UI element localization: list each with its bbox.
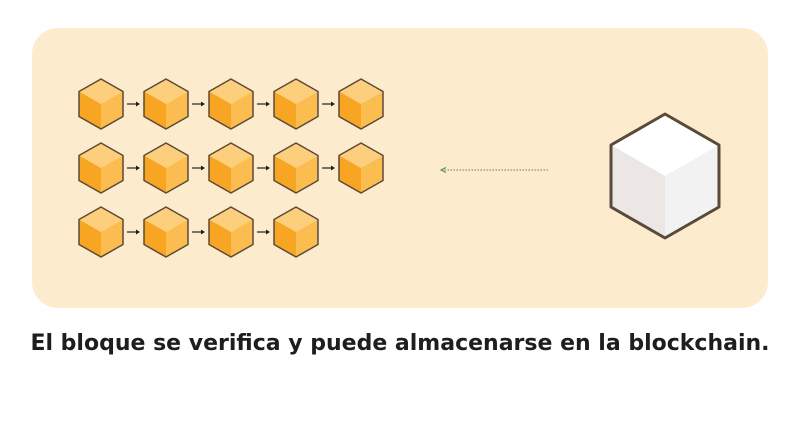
block-cube bbox=[273, 142, 319, 194]
block-cube bbox=[78, 78, 124, 130]
block-cube bbox=[78, 206, 124, 258]
block-cube bbox=[78, 142, 124, 194]
chain-arrow bbox=[127, 165, 140, 171]
block-cube bbox=[143, 206, 189, 258]
chain-arrow bbox=[257, 101, 270, 107]
chain-arrow bbox=[192, 229, 205, 235]
block-cube bbox=[208, 78, 254, 130]
block-cube bbox=[338, 78, 384, 130]
chain-arrow bbox=[322, 165, 335, 171]
chain-arrow bbox=[127, 101, 140, 107]
block-cube bbox=[208, 142, 254, 194]
chain-arrow bbox=[127, 229, 140, 235]
block-cube bbox=[273, 206, 319, 258]
new-block bbox=[609, 112, 721, 240]
block-cube bbox=[208, 206, 254, 258]
block-cube bbox=[143, 78, 189, 130]
block-cube bbox=[273, 78, 319, 130]
caption: El bloque se verifica y puede almacenars… bbox=[30, 331, 770, 356]
block-cube bbox=[338, 142, 384, 194]
block-cube bbox=[143, 142, 189, 194]
chain-arrow bbox=[192, 101, 205, 107]
new-block-cube bbox=[609, 112, 721, 240]
chain-arrow bbox=[257, 165, 270, 171]
incoming-arrow bbox=[439, 167, 548, 173]
chain-arrow bbox=[192, 165, 205, 171]
blockchain-chain bbox=[78, 78, 384, 258]
chain-arrow bbox=[257, 229, 270, 235]
chain-arrow bbox=[322, 101, 335, 107]
